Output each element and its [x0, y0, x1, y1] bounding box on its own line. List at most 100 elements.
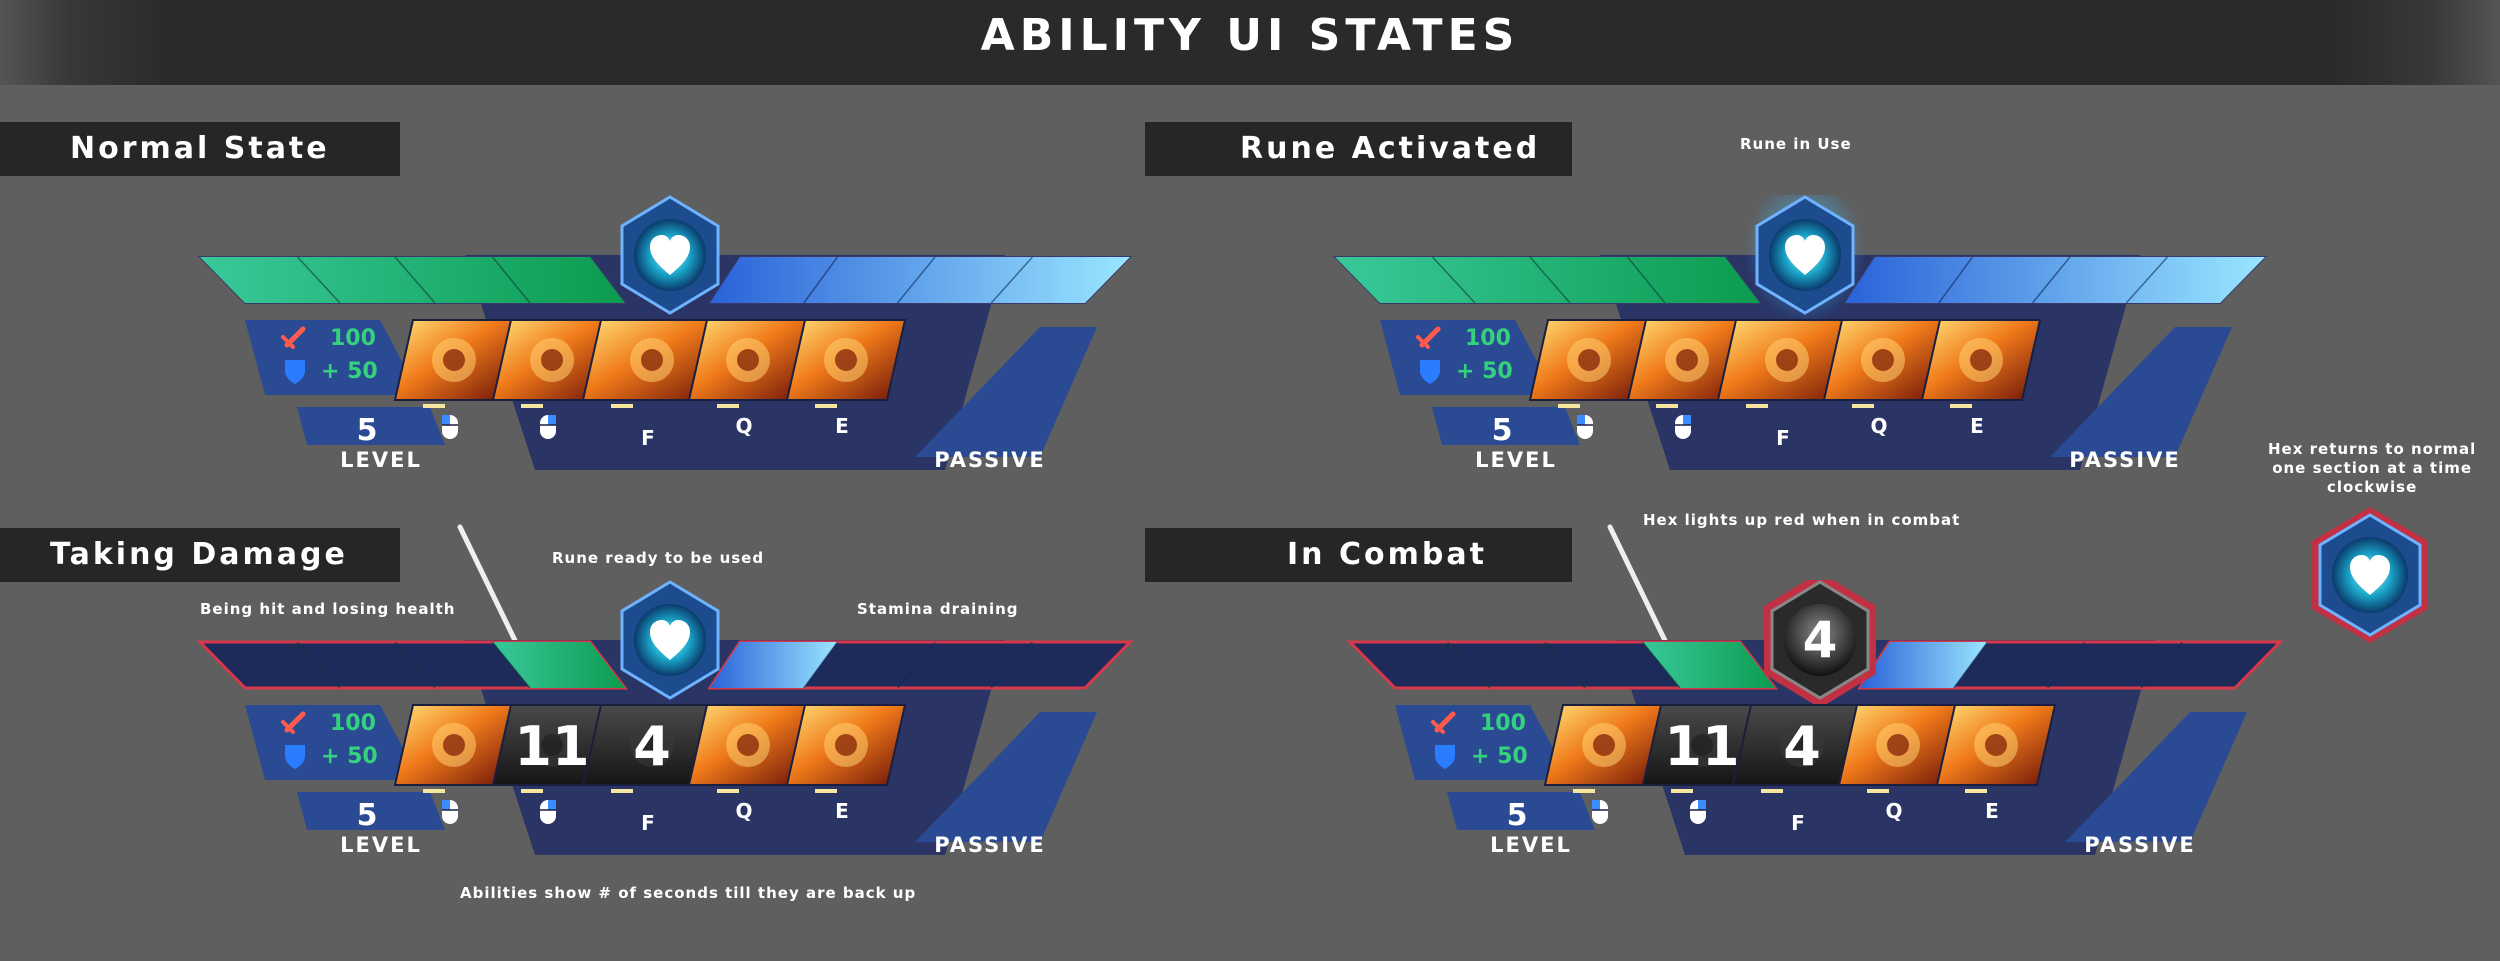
passive-panel[interactable]	[2050, 327, 2232, 457]
ability-slot[interactable]	[1543, 704, 1665, 824]
ability-emblem-core	[737, 349, 759, 371]
defense-stat-value: + 50	[321, 744, 378, 769]
ability-slot[interactable]	[491, 319, 613, 439]
health-bar-fill	[1642, 642, 1775, 688]
heart-rune-icon	[1785, 235, 1825, 275]
ability-slot[interactable]: 11	[491, 704, 613, 824]
stamina-segment-divider	[803, 256, 839, 304]
ability-emblem-core	[641, 734, 663, 756]
label-taking-damage: Taking Damage	[0, 528, 400, 582]
hex-core	[1784, 604, 1856, 676]
ability-emblem-core	[835, 349, 857, 371]
hex-cooldown-number: 4	[1803, 611, 1838, 669]
level-value: 5	[1492, 413, 1513, 448]
ability-key-label: F	[641, 426, 655, 450]
heart-rune-icon	[650, 235, 690, 275]
defense-stat-value: + 50	[1456, 359, 1513, 384]
stamina-segment-divider	[1938, 256, 1974, 304]
ability-slot[interactable]: Q	[1837, 704, 1959, 823]
level-box	[1447, 792, 1595, 830]
note-hex-returns: Hex returns to normal one section at a t…	[2268, 440, 2476, 497]
mouse-right-icon	[540, 800, 556, 824]
stamina-segment-divider	[896, 641, 936, 689]
ability-slot[interactable]: E	[1935, 704, 2057, 823]
ability-emblem-core	[1887, 734, 1909, 756]
attack-stat-value: 100	[1465, 326, 1511, 351]
level-label: LEVEL	[340, 448, 422, 472]
ability-slot[interactable]	[1528, 319, 1650, 439]
sword-icon	[281, 326, 306, 349]
health-segment-divider	[1431, 256, 1476, 304]
ability-slot[interactable]: 4F	[1731, 704, 1873, 835]
passive-panel[interactable]	[915, 327, 1097, 457]
health-segment-divider	[1641, 641, 1681, 689]
passive-panel[interactable]	[2065, 712, 2247, 842]
ability-cooldown-number: 11	[514, 715, 589, 778]
stamina-segment-divider	[2140, 641, 2184, 689]
ability-slot[interactable]: 11	[1641, 704, 1763, 824]
ability-slot[interactable]: F	[581, 319, 723, 450]
defense-stat-value: + 50	[1471, 744, 1528, 769]
ability-slot[interactable]	[393, 319, 515, 439]
ability-ready-bar	[1950, 404, 1972, 408]
attack-stat-value: 100	[1480, 711, 1526, 736]
note-hex-red: Hex lights up red when in combat	[1643, 511, 1961, 529]
ability-ready-bar	[611, 789, 633, 793]
level-value: 5	[357, 798, 378, 833]
shield-icon	[1420, 360, 1440, 384]
stamina-segment-divider	[1953, 641, 1989, 689]
ability-slot[interactable]	[393, 704, 515, 824]
health-segment-divider	[394, 256, 436, 304]
health-bar-fill	[200, 257, 625, 303]
ability-ready-bar	[611, 404, 633, 408]
level-box	[297, 407, 445, 445]
passive-label: PASSIVE	[934, 448, 1045, 472]
ability-slot[interactable]: E	[785, 704, 907, 823]
label-in-combat: In Combat	[1145, 528, 1572, 582]
ability-emblem-core	[1776, 349, 1798, 371]
ability-emblem-core	[1985, 734, 2007, 756]
ability-emblem-core	[835, 734, 857, 756]
ability-slot[interactable]: E	[785, 319, 907, 438]
ability-cooldown-number: 11	[1664, 715, 1739, 778]
ability-ready-bar	[815, 789, 837, 793]
ability-key-label: E	[835, 414, 849, 438]
heart-rune-icon	[650, 620, 690, 660]
ability-ready-bar	[1746, 404, 1768, 408]
ability-key-label: E	[835, 799, 849, 823]
ability-slot[interactable]: 4F	[581, 704, 723, 835]
level-label: LEVEL	[1490, 833, 1572, 857]
ability-ready-bar	[1656, 404, 1678, 408]
mouse-right-icon	[540, 415, 556, 439]
stamina-segment-divider	[2031, 256, 2071, 304]
mouse-left-icon	[1577, 415, 1593, 439]
hex-return-example	[2312, 507, 2428, 643]
ability-key-label: Q	[1870, 414, 1887, 438]
ability-slot[interactable]: Q	[1822, 319, 1944, 438]
sword-icon	[1431, 711, 1456, 734]
mouse-right-icon	[1675, 415, 1691, 439]
note-hex-returns-line: one section at a time	[2272, 459, 2473, 477]
ability-emblem-core	[1872, 349, 1894, 371]
attack-stat-value: 100	[330, 326, 376, 351]
ability-emblem-core	[541, 349, 563, 371]
ability-ready-bar	[423, 404, 445, 408]
level-box	[1432, 407, 1580, 445]
heart-rune-icon	[2350, 555, 2390, 595]
stamina-bar-fill	[1860, 642, 1988, 688]
passive-panel[interactable]	[915, 712, 1097, 842]
level-value: 5	[1507, 798, 1528, 833]
ability-emblem-core	[541, 734, 563, 756]
stamina-bar-fill	[1845, 257, 2265, 303]
mouse-left-icon	[442, 800, 458, 824]
health-segment-divider	[1626, 256, 1666, 304]
ability-key-label: Q	[735, 414, 752, 438]
ability-emblem-core	[1593, 734, 1615, 756]
ability-ready-bar	[1573, 789, 1595, 793]
ability-slot[interactable]: E	[1920, 319, 2042, 438]
ability-slot[interactable]: F	[1716, 319, 1858, 450]
